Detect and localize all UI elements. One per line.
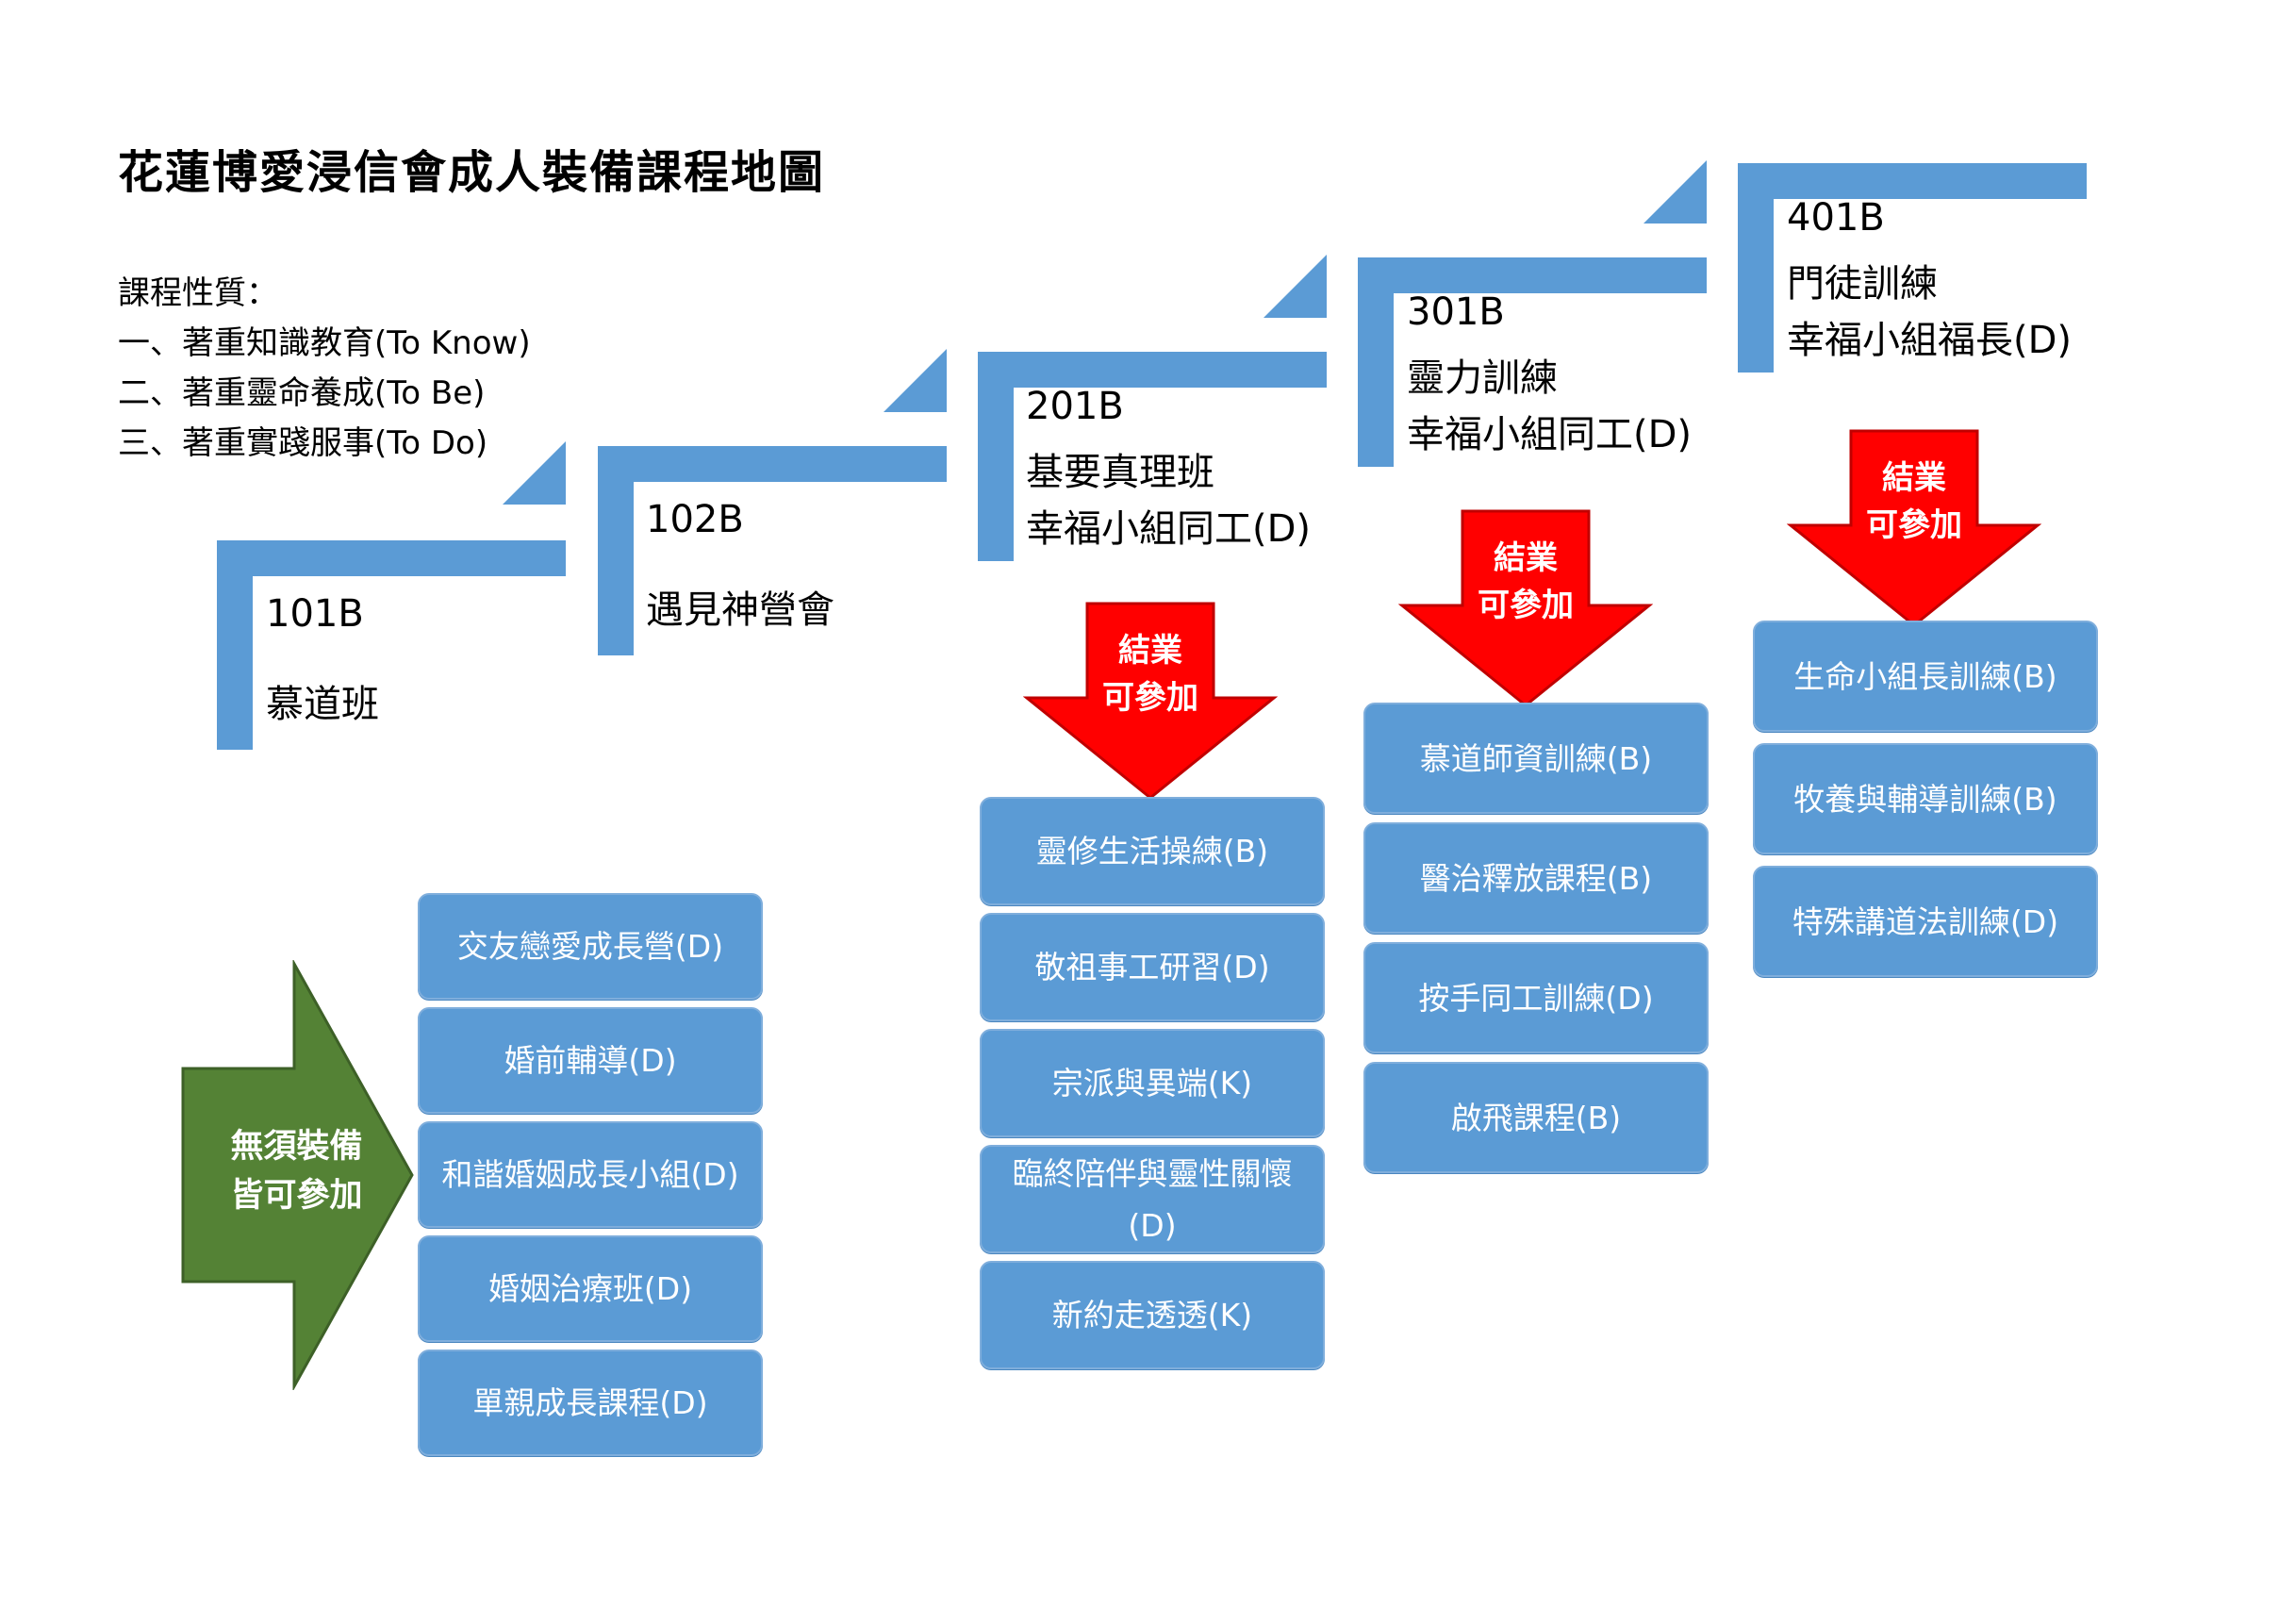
course-box[interactable]: 醫治釋放課程(B) xyxy=(1363,822,1709,934)
step-401B-left-bar xyxy=(1738,163,1774,373)
step-401B-top-bar xyxy=(1738,163,2087,199)
graduate-arrow-201B-line-2: 可參加 xyxy=(1102,679,1198,717)
step-301B-corner-triangle xyxy=(1644,160,1707,224)
step-401B-line-2: 幸福小組福長(D) xyxy=(1787,319,2073,362)
step-101B-top-bar xyxy=(217,540,566,576)
step-102B-top-bar xyxy=(598,446,947,482)
step-101B-corner-triangle xyxy=(503,441,566,505)
graduate-arrow-401B: 結業 可參加 xyxy=(1787,429,2041,629)
step-102B-corner-triangle xyxy=(884,349,947,412)
graduate-arrow-301B-line-1: 結業 xyxy=(1494,539,1558,577)
open-arrow-line-2: 皆可參加 xyxy=(230,1177,363,1215)
step-102B-line-1: 遇見神營會 xyxy=(646,588,834,632)
graduate-arrow-201B-line-1: 結業 xyxy=(1118,632,1182,670)
course-box[interactable]: 靈修生活操練(B) xyxy=(980,797,1325,905)
step-401B-line-1: 門徒訓練 xyxy=(1787,262,1938,306)
step-102B-left-bar xyxy=(598,446,634,655)
legend-item-know: 一、著重知識教育(To Know) xyxy=(118,324,531,362)
course-box[interactable]: 慕道師資訓練(B) xyxy=(1363,703,1709,814)
page-title: 花蓮博愛浸信會成人裝備課程地圖 xyxy=(118,146,826,199)
graduate-arrow-401B-line-1: 結業 xyxy=(1882,459,1946,497)
step-201B-code: 201B xyxy=(1026,385,1124,428)
graduate-arrow-301B-line-2: 可參加 xyxy=(1478,587,1574,624)
step-101B-line-1: 慕道班 xyxy=(266,683,379,726)
step-301B-line-1: 靈力訓練 xyxy=(1407,356,1558,400)
legend-heading: 課程性質： xyxy=(118,274,278,312)
down-arrow-icon xyxy=(1398,509,1653,707)
open-arrow-line-1: 無須裝備 xyxy=(230,1128,363,1166)
legend-item-be: 二、著重靈命養成(To Be) xyxy=(118,374,486,412)
course-box[interactable]: 宗派與異端(K) xyxy=(980,1029,1325,1137)
step-201B-corner-triangle xyxy=(1264,255,1327,318)
course-box[interactable]: 交友戀愛成長營(D) xyxy=(418,893,763,1000)
course-nature-legend: 課程性質： 一、著重知識教育(To Know) 二、著重靈命養成(To Be) … xyxy=(118,269,531,469)
course-box[interactable]: 啟飛課程(B) xyxy=(1363,1062,1709,1173)
step-101B-left-bar xyxy=(217,540,253,750)
step-101B-code: 101B xyxy=(266,592,364,636)
down-arrow-icon xyxy=(1023,602,1278,800)
down-arrow-icon xyxy=(1787,429,2041,627)
graduate-arrow-401B-line-2: 可參加 xyxy=(1866,506,1962,544)
course-box[interactable]: 和諧婚姻成長小組(D) xyxy=(418,1121,763,1228)
course-box[interactable]: 特殊講道法訓練(D) xyxy=(1753,866,2098,977)
step-201B-line-2: 幸福小組同工(D) xyxy=(1026,507,1312,551)
course-box[interactable]: 單親成長課程(D) xyxy=(418,1350,763,1456)
step-301B-code: 301B xyxy=(1407,290,1505,334)
step-301B-left-bar xyxy=(1358,257,1394,467)
course-box[interactable]: 按手同工訓練(D) xyxy=(1363,942,1709,1053)
course-box[interactable]: 敬祖事工研習(D) xyxy=(980,913,1325,1021)
course-box[interactable]: 新約走透透(K) xyxy=(980,1261,1325,1369)
graduate-arrow-201B: 結業 可參加 xyxy=(1023,602,1278,802)
step-201B-line-1: 基要真理班 xyxy=(1026,451,1214,494)
legend-item-do: 三、著重實踐服事(To Do) xyxy=(118,424,488,462)
course-box[interactable]: 生命小組長訓練(B) xyxy=(1753,621,2098,732)
open-to-all-arrow: 無須裝備 皆可參加 xyxy=(181,960,417,1390)
right-arrow-icon xyxy=(181,960,414,1390)
course-box[interactable]: 婚前輔導(D) xyxy=(418,1007,763,1114)
step-401B-code: 401B xyxy=(1787,196,1885,240)
step-102B-code: 102B xyxy=(646,498,744,541)
step-301B-top-bar xyxy=(1358,257,1707,293)
course-box[interactable]: 婚姻治療班(D) xyxy=(418,1235,763,1342)
step-301B-line-2: 幸福小組同工(D) xyxy=(1407,413,1693,456)
step-201B-left-bar xyxy=(978,352,1014,561)
course-box[interactable]: 牧養與輔導訓練(B) xyxy=(1753,743,2098,854)
course-box[interactable]: 臨終陪伴與靈性關懷(D) xyxy=(980,1145,1325,1253)
step-201B-top-bar xyxy=(978,352,1327,388)
graduate-arrow-301B: 結業 可參加 xyxy=(1398,509,1653,709)
